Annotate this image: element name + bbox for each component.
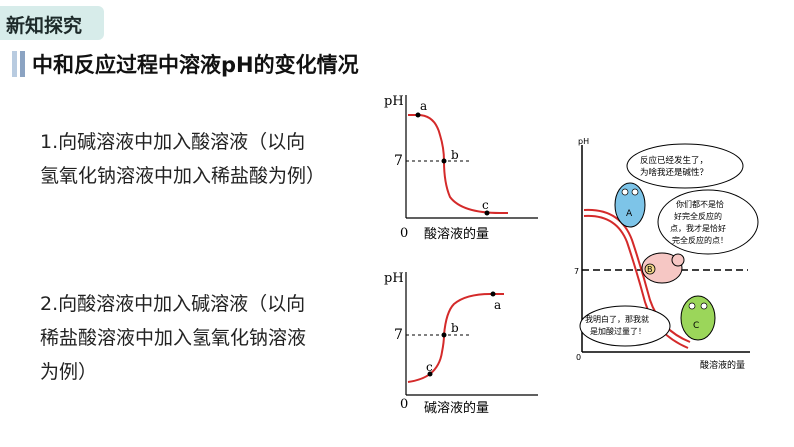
data-point-a <box>415 112 421 118</box>
cartoon-illustration: pH 7 0 酸溶液的量 A B C 反应已经发生了， 为啥我还是碱性？ 你们都… <box>574 137 759 370</box>
ph-curve <box>407 293 504 383</box>
character-a-label: A <box>626 209 633 219</box>
cartoon-y-label: pH <box>578 137 589 146</box>
bubble-2-line-1: 你们都不是恰 <box>676 199 724 209</box>
bubble-2-line-2: 好完全反应的 <box>674 211 722 221</box>
bubble-3-line-1: 我明白了，那我就 <box>585 314 649 324</box>
character-a: A <box>614 182 646 228</box>
data-point-b <box>441 158 447 164</box>
paragraph-1-line-2: 氢氧化钠溶液中加入稀盐酸为例） <box>40 165 326 187</box>
section-heading: 中和反应过程中溶液pH的变化情况 <box>12 49 572 79</box>
x-axis-label: 碱溶液的量 <box>424 400 489 416</box>
character-b: B <box>641 252 685 284</box>
origin-label: 0 <box>400 226 408 241</box>
point-label-b: b <box>451 148 459 162</box>
heading-accent-bar <box>20 51 25 77</box>
bubble-2-line-4: 完全反应的点！ <box>672 235 728 245</box>
paragraph-1: 1.向碱溶液中加入酸溶液（以向 氢氧化钠溶液中加入稀盐酸为例） <box>40 125 325 193</box>
point-label-b: b <box>451 321 459 335</box>
y-axis-label: pH <box>384 271 404 286</box>
paragraph-2-line-3: 为例） <box>40 361 98 383</box>
heading-title: 中和反应过程中溶液pH的变化情况 <box>32 53 359 77</box>
paragraph-2-line-2: 稀盐酸溶液中加入氢氧化钠溶液 <box>40 327 307 349</box>
cartoon-origin-label: 0 <box>576 353 581 362</box>
paragraph-2-line-1: 2.向酸溶液中加入碱溶液（以向 <box>40 293 306 315</box>
x-axis-label: 酸溶液的量 <box>424 226 489 242</box>
data-point-b <box>441 332 447 338</box>
speech-bubble-1: 反应已经发生了， 为啥我还是碱性？ <box>626 143 744 189</box>
ph-curve <box>408 114 508 214</box>
heading-accent-bar <box>12 51 17 77</box>
character-c-label: C <box>693 321 699 331</box>
cartoon-x-label: 酸溶液的量 <box>700 359 745 370</box>
cartoon-y-tick: 7 <box>574 267 579 276</box>
character-b-label: B <box>647 265 653 274</box>
bubble-2-line-3: 点，我才是恰好 <box>670 223 726 233</box>
y-tick-label: 7 <box>394 153 403 169</box>
origin-label: 0 <box>400 397 408 412</box>
section-tag: 新知探究 <box>0 6 104 40</box>
y-axis-label: pH <box>384 94 404 109</box>
section-tag-label: 新知探究 <box>6 15 83 37</box>
bubble-1-line-1: 反应已经发生了， <box>640 155 708 166</box>
speech-bubble-2: 你们都不是恰 好完全反应的 点，我才是恰好 完全反应的点！ <box>657 189 759 255</box>
paragraph-1-line-1: 1.向碱溶液中加入酸溶液（以向 <box>40 131 306 153</box>
data-point-c <box>427 371 433 377</box>
chart-base-into-acid: pH 7 0 碱溶液的量 a b c <box>384 271 538 416</box>
point-label-a: a <box>494 298 501 312</box>
point-label-c: c <box>482 198 489 212</box>
speech-bubble-3: 我明白了，那我就 是加酸过量了！ <box>579 305 671 347</box>
paragraph-2: 2.向酸溶液中加入碱溶液（以向 稀盐酸溶液中加入氢氧化钠溶液 为例） <box>40 287 306 389</box>
bubble-3-line-2: 是加酸过量了！ <box>590 326 646 336</box>
y-tick-label: 7 <box>394 327 403 343</box>
chart-acid-into-base: pH 7 0 酸溶液的量 a b c <box>384 94 538 242</box>
bubble-1-line-2: 为啥我还是碱性？ <box>640 167 708 178</box>
data-point-a <box>490 291 496 297</box>
point-label-c: c <box>426 360 433 374</box>
point-label-a: a <box>420 99 427 113</box>
data-point-c <box>484 210 490 216</box>
character-c: C <box>680 295 716 341</box>
